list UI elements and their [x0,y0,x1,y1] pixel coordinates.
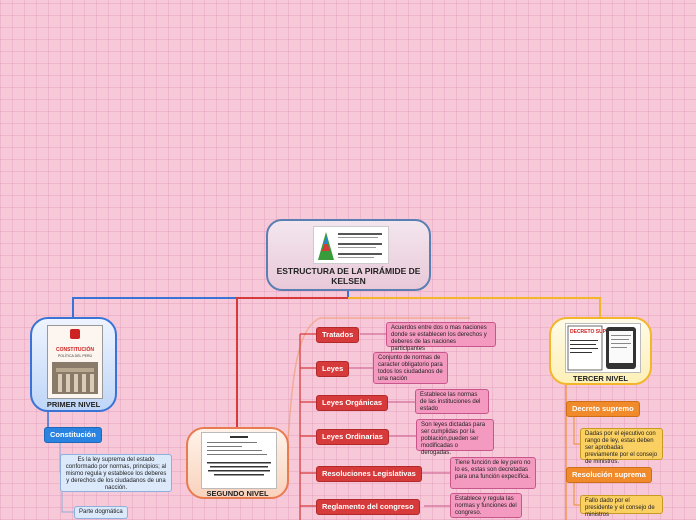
parte-dogmatica-topic[interactable]: Parte dogmática [74,506,128,519]
resolucion-suprema-topic[interactable]: Resolución suprema [566,467,652,483]
reglamento-congreso-topic[interactable]: Reglamento del congreso [316,499,420,515]
constitution-cover-icon: CONSTITUCIÓN POLÍTICA DEL PERÚ [48,326,102,398]
constitution-book-image: CONSTITUCIÓN POLÍTICA DEL PERÚ [47,325,103,399]
law-document-icon [202,433,276,488]
central-title: ESTRUCTURA DE LA PIRÁMIDE DE KELSEN [276,266,421,286]
decree-document-image: DECRETO SUPREMO [565,323,641,373]
law-document-image [201,432,277,489]
resoluciones-legislativas-topic[interactable]: Resoluciones Legislativas [316,466,422,482]
decreto-supremo-description[interactable]: Dadas por el ejecutivo con rango de ley,… [580,428,663,465]
second-level-node[interactable]: SEGUNDO NIVEL [186,427,289,499]
leyes-description[interactable]: Conjunto de normas de caracter obligator… [373,352,448,384]
pyramid-icon [313,226,389,264]
second-level-label: SEGUNDO NIVEL [206,489,269,498]
first-level-label: PRIMER NIVEL [46,400,101,409]
third-level-node[interactable]: DECRETO SUPREMO TERCER NIVEL [549,317,652,385]
decreto-supremo-topic[interactable]: Decreto supremo [566,401,640,417]
central-topic[interactable]: ESTRUCTURA DE LA PIRÁMIDE DE KELSEN [266,219,431,291]
decree-title: DECRETO SUPREMO [570,329,621,335]
decree-document-icon: DECRETO SUPREMO [566,324,640,372]
tratados-topic[interactable]: Tratados [316,327,360,343]
leyes-organicas-topic[interactable]: Leyes Orgánicas [316,395,389,411]
constitution-cover-subtitle: POLÍTICA DEL PERÚ [58,354,93,358]
third-level-label: TERCER NIVEL [572,374,628,383]
constitucion-description[interactable]: Es la ley suprema del estado conformado … [60,454,172,492]
leyes-topic[interactable]: Leyes [316,361,350,377]
leyes-organicas-description[interactable]: Establece las normas de las institucione… [415,389,489,414]
resoluciones-legislativas-description[interactable]: Tiene función de ley pero no lo es, esta… [450,457,536,489]
reglamento-congreso-description[interactable]: Establece y regula las normas y funcione… [450,493,522,518]
first-level-node[interactable]: CONSTITUCIÓN POLÍTICA DEL PERÚ PRIMER NI… [30,317,117,412]
constitucion-topic[interactable]: Constitución [44,427,102,443]
leyes-ordinarias-description[interactable]: Son leyes dictadas para ser cumplidas po… [416,419,494,456]
leyes-ordinarias-topic[interactable]: Leyes Ordinarias [316,429,389,445]
constitution-cover-title: CONSTITUCIÓN [56,345,94,353]
tratados-description[interactable]: Acuerdos entre dos o mas naciones donde … [386,322,496,352]
resolucion-suprema-description[interactable]: Fallo dado por el presidente y el consej… [580,495,663,518]
